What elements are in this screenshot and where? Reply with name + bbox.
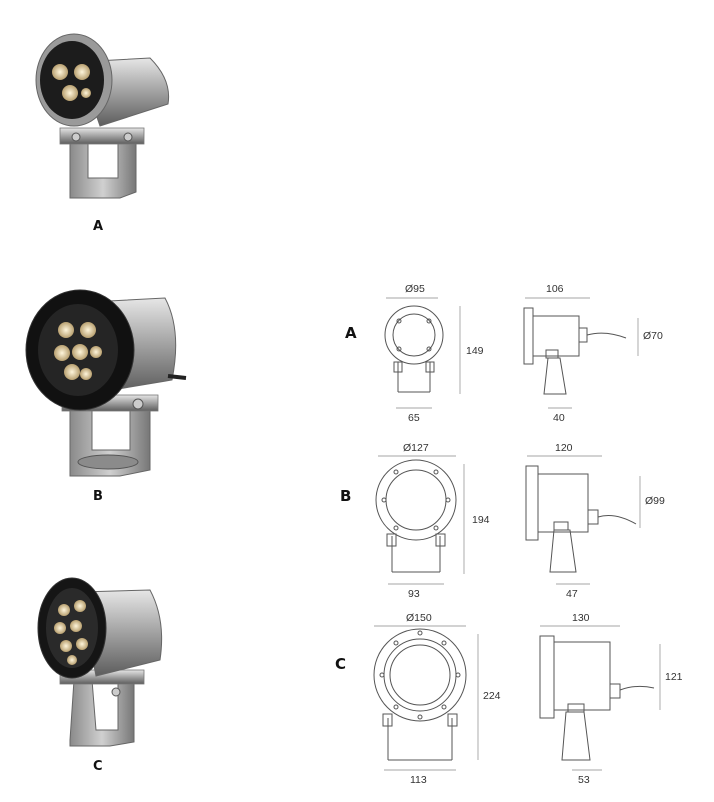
- dim-c-front-base: 113: [410, 774, 427, 786]
- dim-a-side-length: 106: [546, 283, 564, 295]
- dim-a-side-diameter: Ø70: [643, 330, 663, 342]
- drawing-a-front: [384, 297, 461, 409]
- dim-c-front-height: 224: [483, 690, 501, 702]
- product-b-label: B: [93, 489, 103, 504]
- dim-b-side-diameter: Ø99: [645, 495, 665, 507]
- dim-a-side-base: 40: [553, 412, 565, 424]
- dim-b-front-base: 93: [408, 588, 420, 600]
- drawing-row-a-label: A: [345, 324, 357, 342]
- dim-b-front-height: 194: [472, 514, 490, 526]
- drawing-c-front: [373, 625, 479, 771]
- product-c-label: C: [93, 759, 103, 774]
- dim-a-front-base: 65: [408, 412, 420, 424]
- drawing-b-side: [525, 455, 641, 585]
- drawing-c-side: [539, 625, 661, 771]
- product-c-photo: [37, 577, 163, 747]
- dim-c-side-diameter: 121: [665, 671, 683, 683]
- drawing-row-c-label: C: [335, 655, 347, 673]
- drawing-row-b-label: B: [340, 487, 352, 505]
- dim-a-front-height: 149: [466, 345, 484, 357]
- dim-b-side-base: 47: [566, 588, 578, 600]
- dim-b-front-diameter: Ø127: [403, 442, 429, 454]
- dim-b-side-length: 120: [555, 442, 573, 454]
- product-b-photo: [25, 289, 187, 477]
- dim-c-side-length: 130: [572, 612, 590, 624]
- dim-c-side-base: 53: [578, 774, 590, 786]
- drawing-a-side: [523, 297, 639, 409]
- dim-c-front-diameter: Ø150: [406, 612, 432, 624]
- product-a-photo: [35, 33, 170, 199]
- drawing-b-front: [375, 455, 465, 585]
- product-a-label: A: [93, 219, 104, 234]
- dim-a-front-diameter: Ø95: [405, 283, 425, 295]
